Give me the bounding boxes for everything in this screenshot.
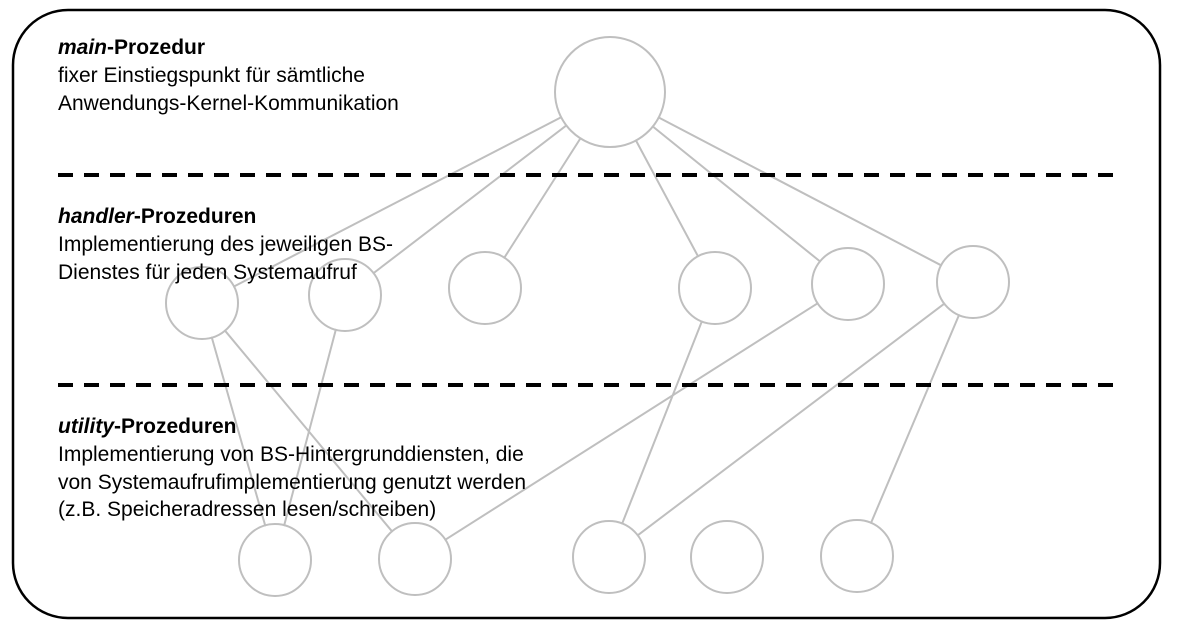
- graph-edge: [657, 116, 943, 267]
- graph-edge: [232, 116, 563, 288]
- graph-node-handler[interactable]: [308, 258, 382, 332]
- graph-node-handler[interactable]: [678, 251, 752, 325]
- graph-node-utility[interactable]: [820, 519, 894, 593]
- band-utility-keyword: utility: [58, 415, 114, 438]
- band-handler-title-suffix: -Prozeduren: [133, 205, 257, 228]
- band-main-description: fixer Einstiegspunkt für sämtliche Anwen…: [58, 64, 399, 115]
- band-utility-title: utility-Prozeduren: [58, 413, 526, 440]
- graph-node-handler[interactable]: [936, 245, 1010, 319]
- graph-node-utility[interactable]: [378, 522, 452, 596]
- container-border-group: [11, 8, 1162, 620]
- band-utility: utility-Prozeduren Implementierung von B…: [58, 413, 526, 524]
- graph-edge: [503, 137, 582, 259]
- band-utility-description: Implementierung von BS-Hintergrunddienst…: [58, 443, 527, 521]
- divider-group: [58, 173, 1113, 387]
- graph-edge: [870, 314, 960, 524]
- graph-edge: [283, 328, 337, 527]
- node-group: [165, 36, 1010, 597]
- band-handler-description: Implementierung des jeweiligen BS- Diens…: [58, 233, 394, 284]
- graph-edge: [651, 125, 821, 263]
- band-main-title: main-Prozedur: [58, 34, 399, 61]
- band-handler: handler-Prozeduren Implementierung des j…: [58, 203, 393, 286]
- container-border: [11, 8, 1162, 620]
- graph-edge: [210, 336, 267, 527]
- band-handler-title: handler-Prozeduren: [58, 203, 393, 230]
- graph-node-utility[interactable]: [690, 520, 764, 594]
- graph-node-utility[interactable]: [572, 520, 646, 594]
- band-main-keyword: main: [58, 36, 108, 59]
- graph-node-handler[interactable]: [165, 266, 239, 340]
- band-main: main-Prozedur fixer Einstiegspunkt für s…: [58, 34, 399, 117]
- band-main-title-suffix: -Prozedur: [107, 36, 206, 59]
- graph-node-utility[interactable]: [238, 523, 312, 597]
- graph-node-main[interactable]: [554, 36, 666, 148]
- graph-edge: [636, 302, 946, 537]
- graph-node-handler[interactable]: [811, 247, 885, 321]
- graph-edge: [634, 139, 699, 258]
- graph-node-handler[interactable]: [448, 251, 522, 325]
- graph-edge: [444, 302, 819, 541]
- band-handler-keyword: handler: [58, 205, 134, 228]
- band-utility-title-suffix: -Prozeduren: [114, 415, 237, 438]
- graph-edge: [621, 320, 703, 525]
- edge-group: [210, 116, 960, 541]
- graph-edge: [372, 124, 568, 275]
